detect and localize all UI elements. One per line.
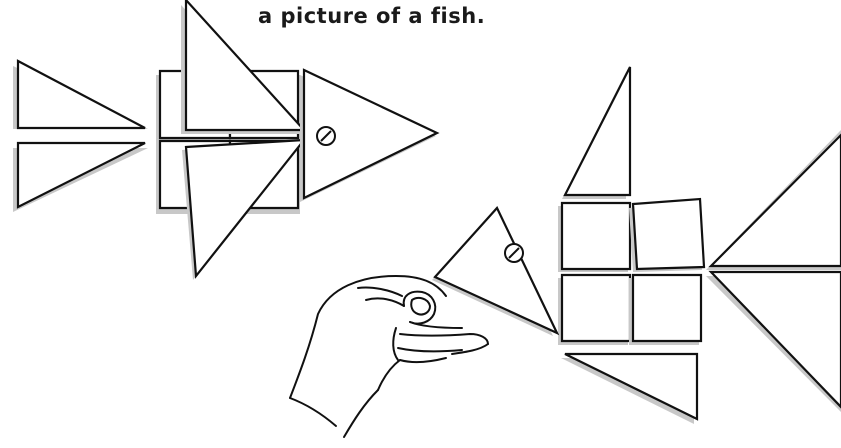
held-eye-icon (505, 244, 523, 262)
assembling-fish (432, 67, 841, 424)
right-tail-triangle-top (711, 135, 841, 266)
hand-drawing (290, 276, 488, 437)
completed-fish (13, 0, 437, 280)
right-top-fin-triangle (565, 67, 630, 195)
tail-triangle-top (18, 61, 145, 128)
right-bottom-fin-triangle (565, 354, 697, 419)
eye-icon (317, 127, 335, 145)
right-square-bottom-right (633, 275, 701, 341)
right-square-top-left (562, 203, 630, 269)
right-square-bottom-left (562, 275, 630, 341)
tail-triangle-bottom (18, 143, 145, 207)
right-square-top-right (633, 199, 704, 269)
right-tail-triangle-bottom (711, 272, 841, 407)
top-fin-triangle (186, 0, 304, 130)
